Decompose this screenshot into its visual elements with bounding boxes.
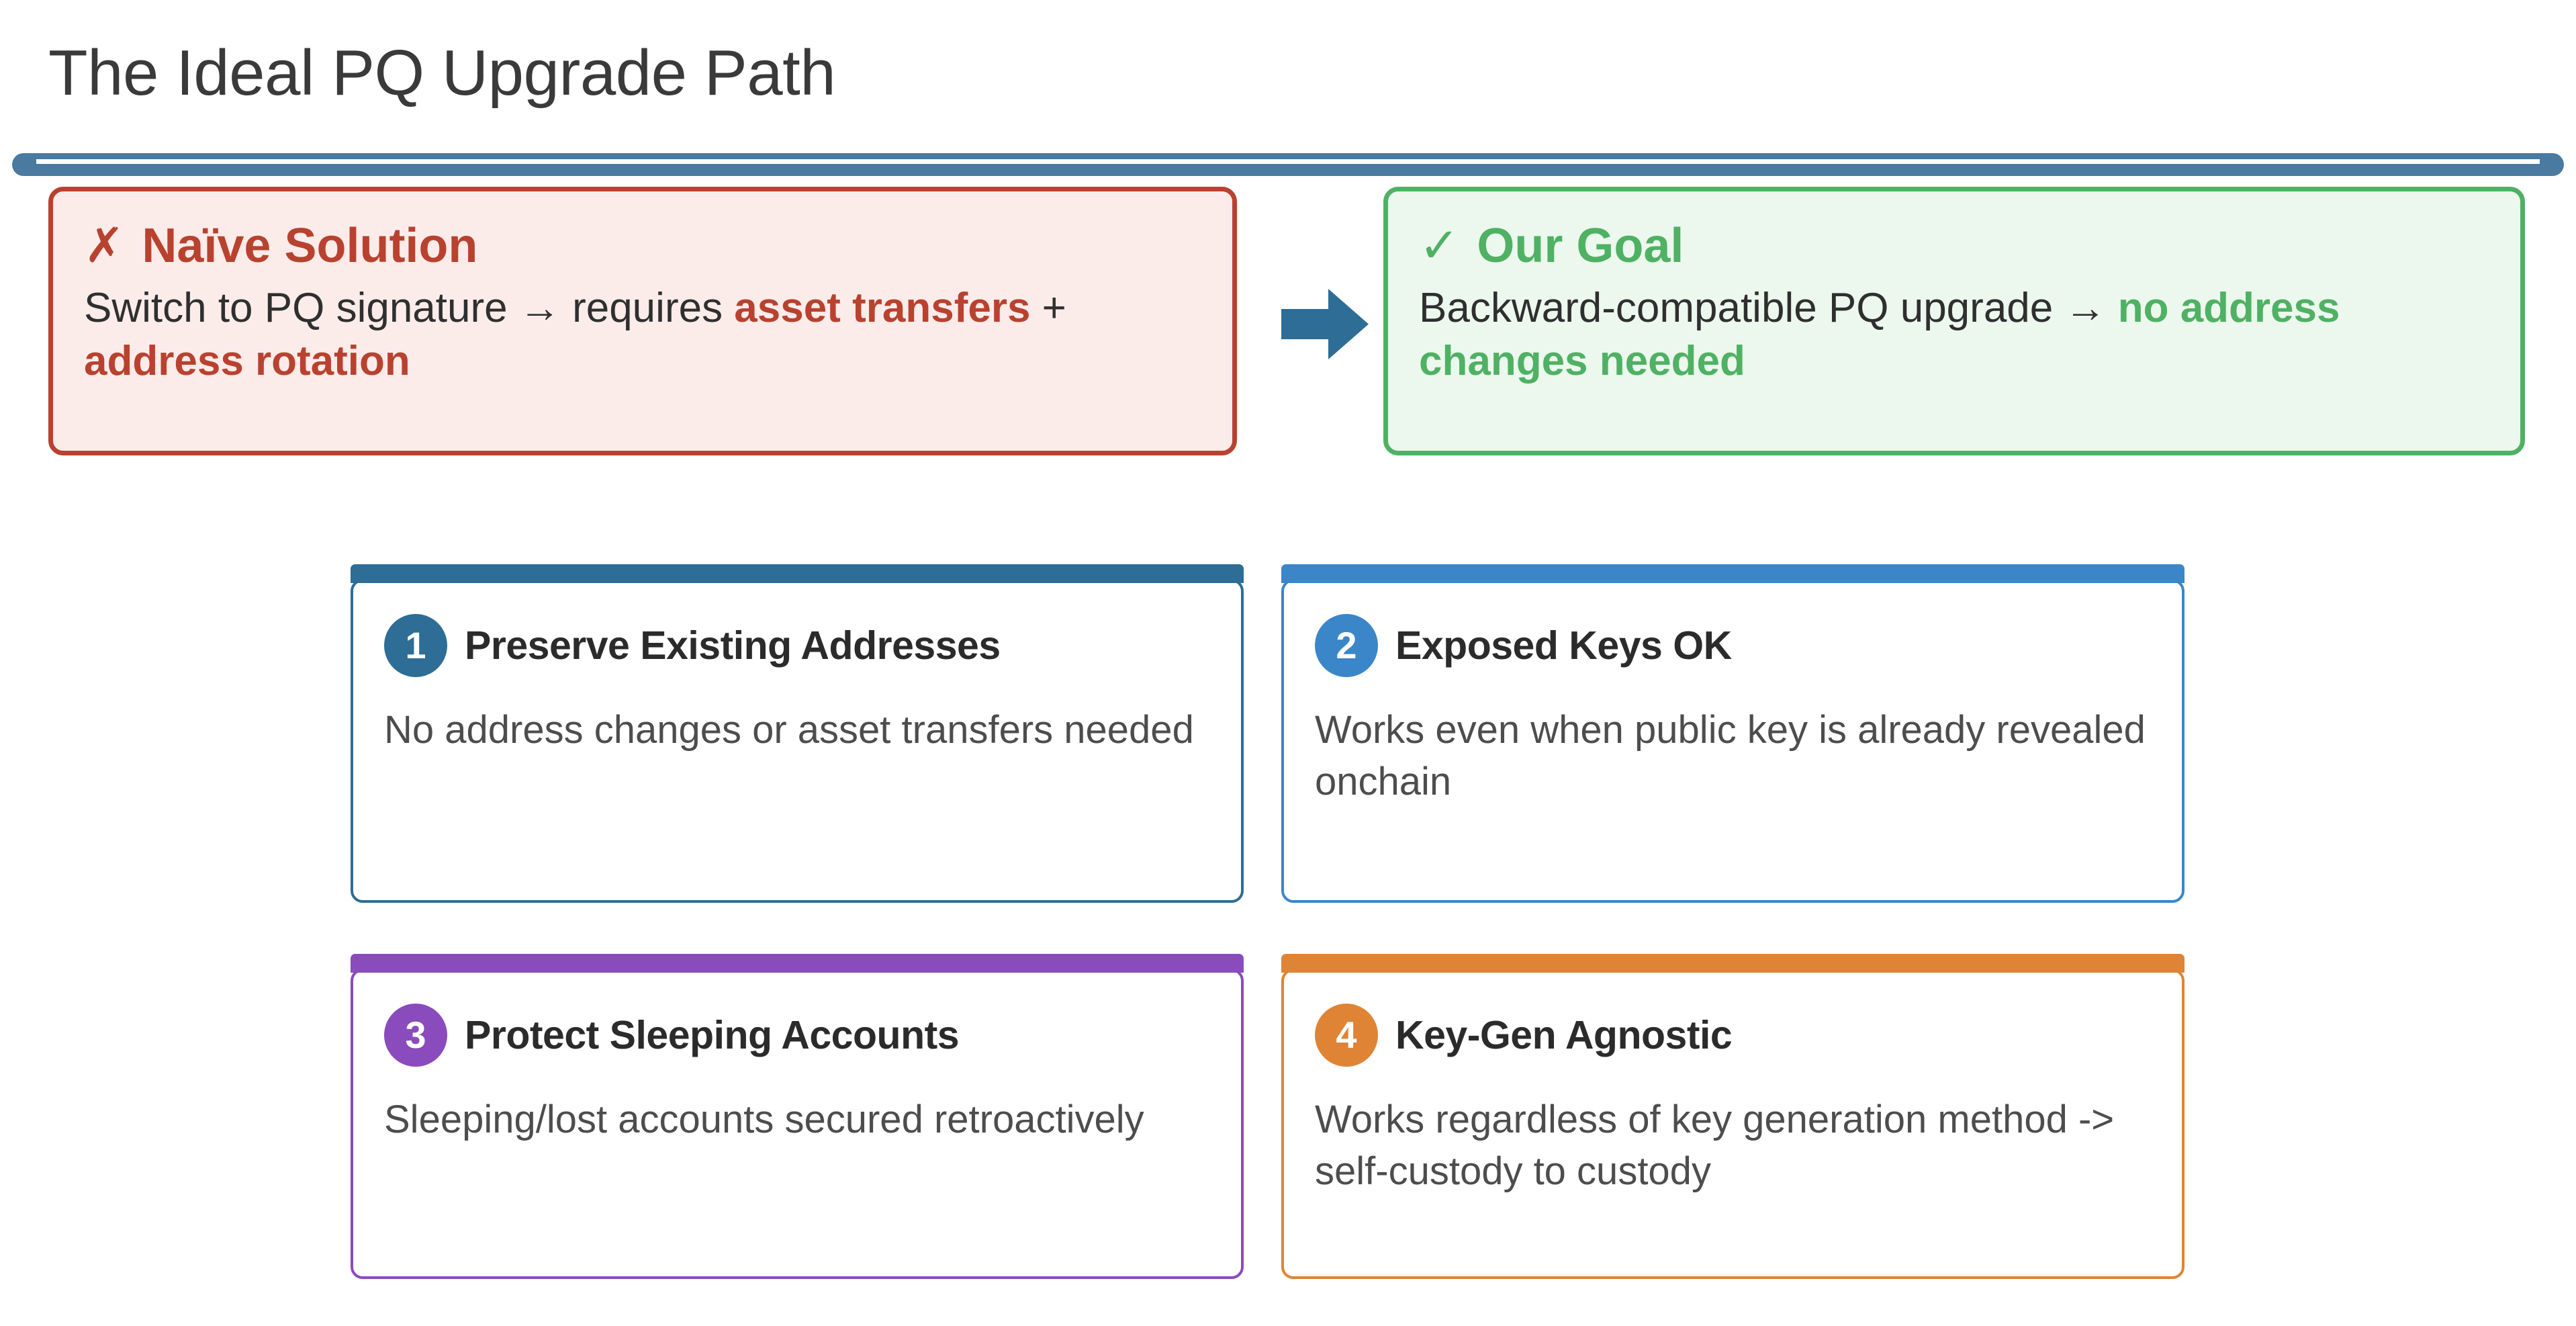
card-header: 3 Protect Sleeping Accounts — [384, 1004, 1205, 1067]
card-header: 2 Exposed Keys OK — [1315, 614, 2146, 677]
card-number-badge: 3 — [384, 1004, 447, 1067]
feature-card-preserve-existing-addresses: 1 Preserve Existing Addresses No address… — [351, 564, 1244, 903]
naive-solution-box: ✗ Naïve Solution Switch to PQ signature →… — [48, 187, 1237, 455]
naive-body-part-1: Switch to PQ signature → requires — [84, 284, 735, 331]
naive-body-highlight-2: address rotation — [84, 337, 410, 384]
cross-mark-icon: ✗ — [84, 219, 125, 273]
naive-body-part-2: + — [1030, 284, 1066, 331]
our-goal-box: ✓ Our Goal Backward-compatible PQ upgrade… — [1383, 187, 2525, 455]
card-number-badge: 1 — [384, 614, 447, 677]
card-description: No address changes or asset transfers ne… — [384, 708, 1194, 752]
card-description: Works even when public key is already re… — [1315, 708, 2146, 804]
card-title: Protect Sleeping Accounts — [465, 1013, 960, 1057]
right-block-arrow-icon — [1281, 289, 1369, 359]
card-number-badge: 4 — [1315, 1004, 1378, 1067]
card-title: Preserve Existing Addresses — [465, 623, 1001, 668]
card-number-badge: 2 — [1315, 614, 1378, 677]
title-divider-stripe — [36, 159, 2540, 164]
our-goal-heading-text: Our Goal — [1477, 219, 1684, 273]
feature-card-exposed-keys-ok: 2 Exposed Keys OK Works even when public… — [1281, 564, 2184, 903]
title-divider-rule — [12, 153, 2564, 176]
feature-card-protect-sleeping-accounts: 3 Protect Sleeping Accounts Sleeping/los… — [351, 954, 1244, 1279]
our-goal-body: Backward-compatible PQ upgrade → no addr… — [1419, 281, 2489, 388]
card-header: 1 Preserve Existing Addresses — [384, 614, 1205, 677]
naive-solution-heading-text: Naïve Solution — [142, 219, 478, 273]
card-topbar — [1281, 564, 2184, 583]
naive-solution-heading: ✗ Naïve Solution — [84, 219, 1201, 273]
card-topbar — [1281, 954, 2184, 973]
our-goal-heading: ✓ Our Goal — [1419, 219, 2489, 273]
feature-card-key-gen-agnostic: 4 Key-Gen Agnostic Works regardless of k… — [1281, 954, 2184, 1279]
goal-body-highlight-1: no address changes needed — [1419, 284, 2340, 384]
title-divider-bar — [12, 153, 2564, 176]
check-mark-icon: ✓ — [1419, 219, 1460, 273]
card-header: 4 Key-Gen Agnostic — [1315, 1004, 2146, 1067]
goal-body-part-1: Backward-compatible PQ upgrade → — [1419, 284, 2118, 331]
card-title: Key-Gen Agnostic — [1395, 1013, 1733, 1057]
card-topbar — [351, 564, 1244, 583]
naive-body-highlight-1: asset transfers — [734, 284, 1031, 331]
naive-solution-body: Switch to PQ signature → requires asset … — [84, 281, 1201, 388]
card-description: Sleeping/lost accounts secured retroacti… — [384, 1098, 1144, 1141]
card-title: Exposed Keys OK — [1395, 623, 1732, 668]
page-title: The Ideal PQ Upgrade Path — [48, 37, 836, 109]
card-topbar — [351, 954, 1244, 973]
card-description: Works regardless of key generation metho… — [1315, 1098, 2115, 1194]
